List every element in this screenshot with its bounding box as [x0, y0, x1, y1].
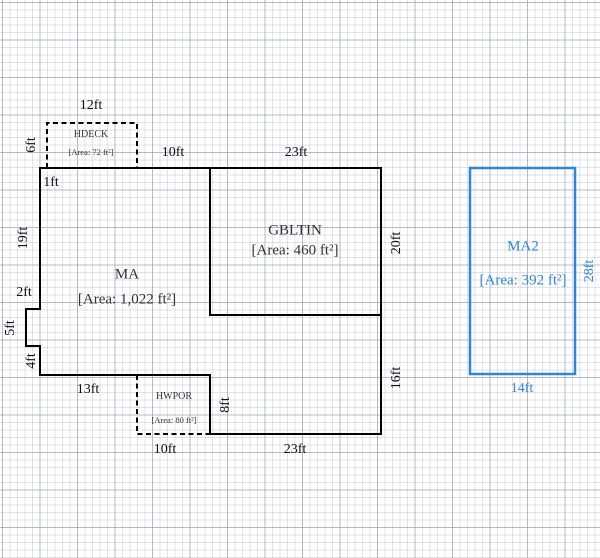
- room-ma2-area: [Area: 392 ft²]: [479, 272, 567, 289]
- dim-right-lower: 16ft: [389, 366, 404, 390]
- dim-bottom-right: 23ft: [283, 442, 307, 457]
- dim-left-lower: 4ft: [24, 353, 39, 369]
- hwpor-outline[interactable]: [136, 375, 210, 435]
- dim-hwpor-right: 8ft: [218, 397, 233, 413]
- dim-bottom-left: 13ft: [76, 382, 100, 397]
- dim-left-upper: 19ft: [16, 226, 31, 250]
- room-hdeck-name: HDECK: [73, 129, 109, 140]
- dim-hdeck-left: 6ft: [24, 137, 39, 153]
- room-hwpor-area: [Area: 80 ft²]: [151, 414, 197, 425]
- dim-corner-offset: 1ft: [43, 175, 59, 190]
- room-hdeck-area: [Area: 72 ft²]: [68, 146, 114, 157]
- main-outline[interactable]: [25, 167, 382, 435]
- dim-hdeck-top: 12ft: [79, 98, 103, 113]
- room-ma2-name: MA2: [507, 238, 539, 255]
- room-ma-area: [Area: 1,022 ft²]: [77, 291, 177, 308]
- dim-left-bump: 5ft: [3, 320, 18, 336]
- dim-left-bump-top: 2ft: [16, 285, 32, 300]
- dim-top-right: 23ft: [284, 145, 308, 160]
- dim-right-upper: 20ft: [389, 231, 404, 255]
- dim-ma2-bottom: 14ft: [510, 381, 534, 396]
- hdeck-outline[interactable]: [46, 122, 138, 168]
- dim-ma2-right: 28ft: [582, 259, 597, 283]
- room-gbltin-name: GBLTIN: [268, 222, 322, 239]
- dim-top-mid: 10ft: [161, 145, 185, 160]
- gbltin-outline[interactable]: [209, 167, 382, 316]
- dim-hwpor-bottom: 10ft: [153, 442, 177, 457]
- room-hwpor-name: HWPOR: [155, 391, 193, 402]
- room-ma-name: MA: [114, 266, 140, 283]
- room-gbltin-area: [Area: 460 ft²]: [251, 242, 339, 259]
- ma2-outline[interactable]: [468, 166, 577, 376]
